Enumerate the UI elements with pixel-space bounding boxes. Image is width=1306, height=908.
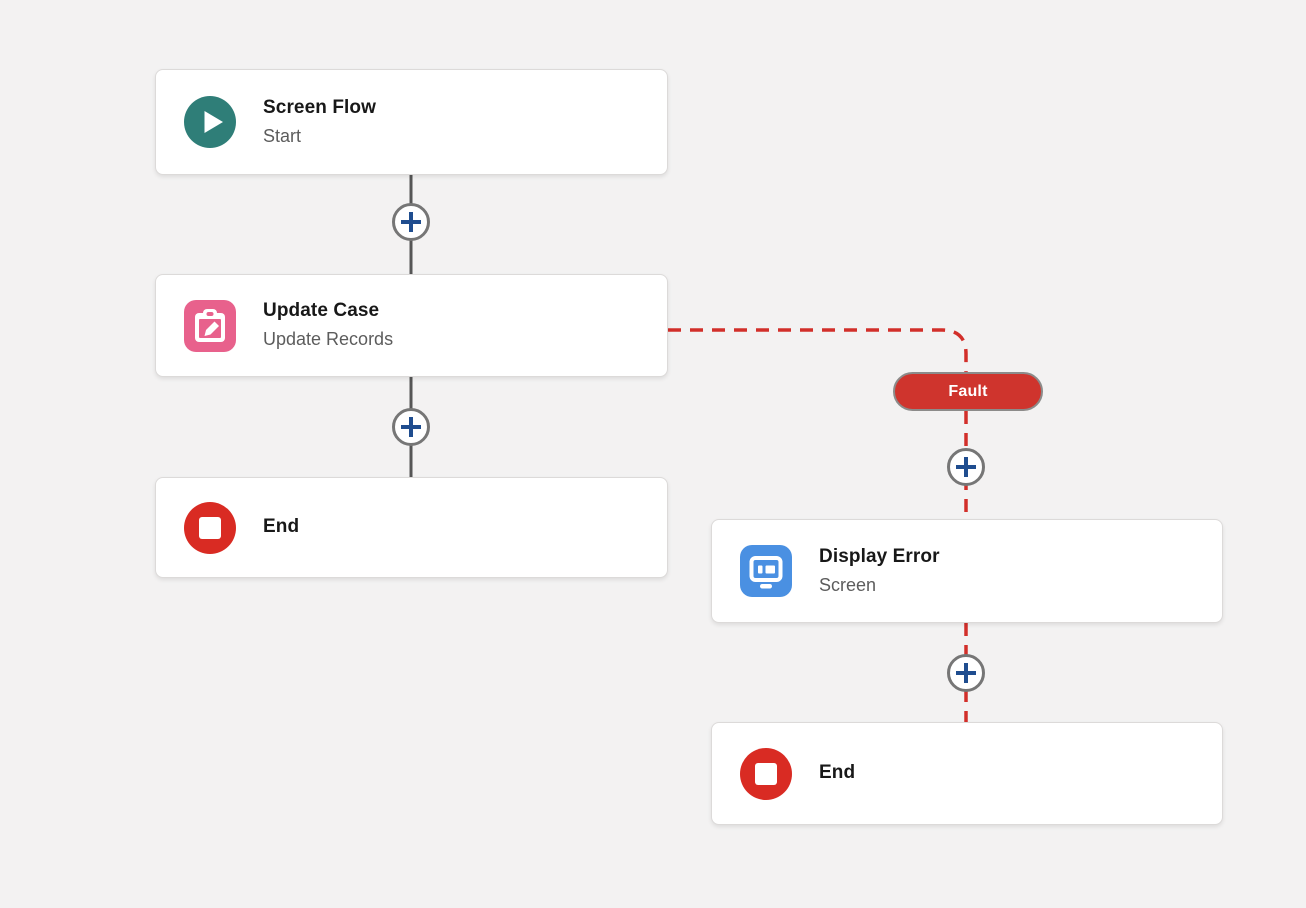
fault-connector-label: Fault xyxy=(948,382,988,400)
add-element-button[interactable] xyxy=(392,203,430,241)
add-element-button[interactable] xyxy=(947,654,985,692)
plus-icon xyxy=(401,212,421,232)
node-text: End xyxy=(819,762,855,785)
node-text: Screen Flow Start xyxy=(263,97,376,147)
node-subtitle: Start xyxy=(263,125,302,146)
plus-icon xyxy=(401,417,421,437)
connector-fault-horizontal xyxy=(668,328,968,372)
end-icon xyxy=(740,747,792,800)
node-end-main-path[interactable]: End xyxy=(155,477,668,578)
add-element-button[interactable] xyxy=(947,448,985,486)
plus-icon xyxy=(956,663,976,683)
add-element-button[interactable] xyxy=(392,408,430,446)
update-records-icon xyxy=(184,299,236,352)
node-update-case[interactable]: Update Case Update Records xyxy=(155,274,668,377)
node-text: Display Error Screen xyxy=(819,546,940,596)
plus-icon xyxy=(956,457,976,477)
node-screen-flow-start[interactable]: Screen Flow Start xyxy=(155,69,668,175)
node-subtitle: Screen xyxy=(819,574,877,595)
node-title: Display Error xyxy=(819,545,940,567)
fault-connector-badge: Fault xyxy=(893,372,1043,411)
node-title: Update Case xyxy=(263,300,380,322)
node-title: End xyxy=(819,762,856,784)
node-display-error[interactable]: Display Error Screen xyxy=(711,519,1223,623)
node-end-fault-path[interactable]: End xyxy=(711,722,1223,825)
screen-icon xyxy=(740,545,792,597)
node-title: Screen Flow xyxy=(263,96,377,118)
end-icon xyxy=(184,501,236,554)
node-subtitle: Update Records xyxy=(263,329,394,350)
node-text: End xyxy=(263,516,299,539)
play-icon xyxy=(184,96,236,148)
node-text: Update Case Update Records xyxy=(263,300,393,350)
node-title: End xyxy=(263,516,300,538)
